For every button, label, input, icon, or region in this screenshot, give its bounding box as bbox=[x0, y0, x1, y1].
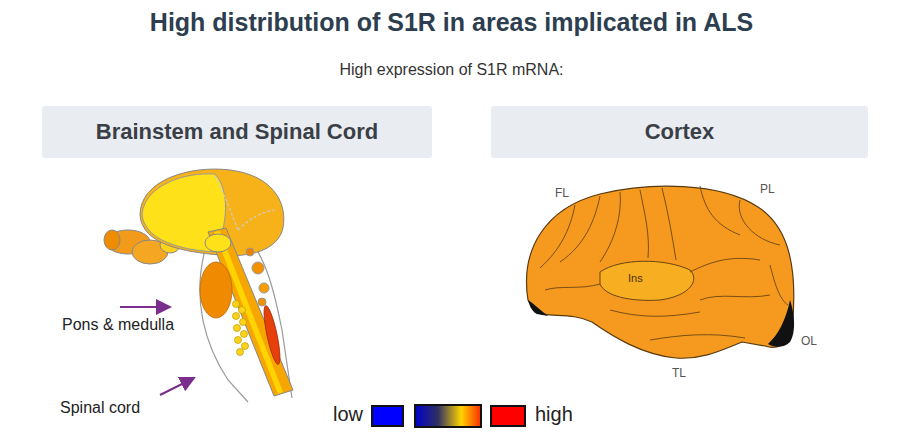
lobe-label: FL bbox=[555, 186, 569, 200]
lobe-label: TL bbox=[672, 366, 686, 380]
region-label: Pons & medulla bbox=[62, 316, 174, 334]
cortex-illustration bbox=[527, 186, 795, 358]
lobe-label: Ins bbox=[628, 272, 643, 284]
title: High distribution of S1R in areas implic… bbox=[0, 8, 903, 37]
region-label: Spinal cord bbox=[60, 399, 140, 417]
legend-text: low bbox=[333, 403, 363, 426]
lobe-label: OL bbox=[801, 334, 817, 348]
legend-swatch bbox=[371, 405, 404, 427]
header-text: Brainstem and Spinal Cord bbox=[96, 119, 378, 145]
legend-swatch bbox=[490, 405, 526, 427]
section-header: Cortex bbox=[491, 106, 868, 158]
header-text: Cortex bbox=[645, 119, 715, 145]
section-header: Brainstem and Spinal Cord bbox=[42, 106, 432, 158]
gradient-swatch bbox=[415, 405, 481, 427]
legend-text: high bbox=[535, 403, 573, 426]
subtitle: High expression of S1R mRNA: bbox=[0, 61, 903, 79]
lobe-label: PL bbox=[760, 182, 775, 196]
brainstem-illustration bbox=[104, 169, 293, 402]
